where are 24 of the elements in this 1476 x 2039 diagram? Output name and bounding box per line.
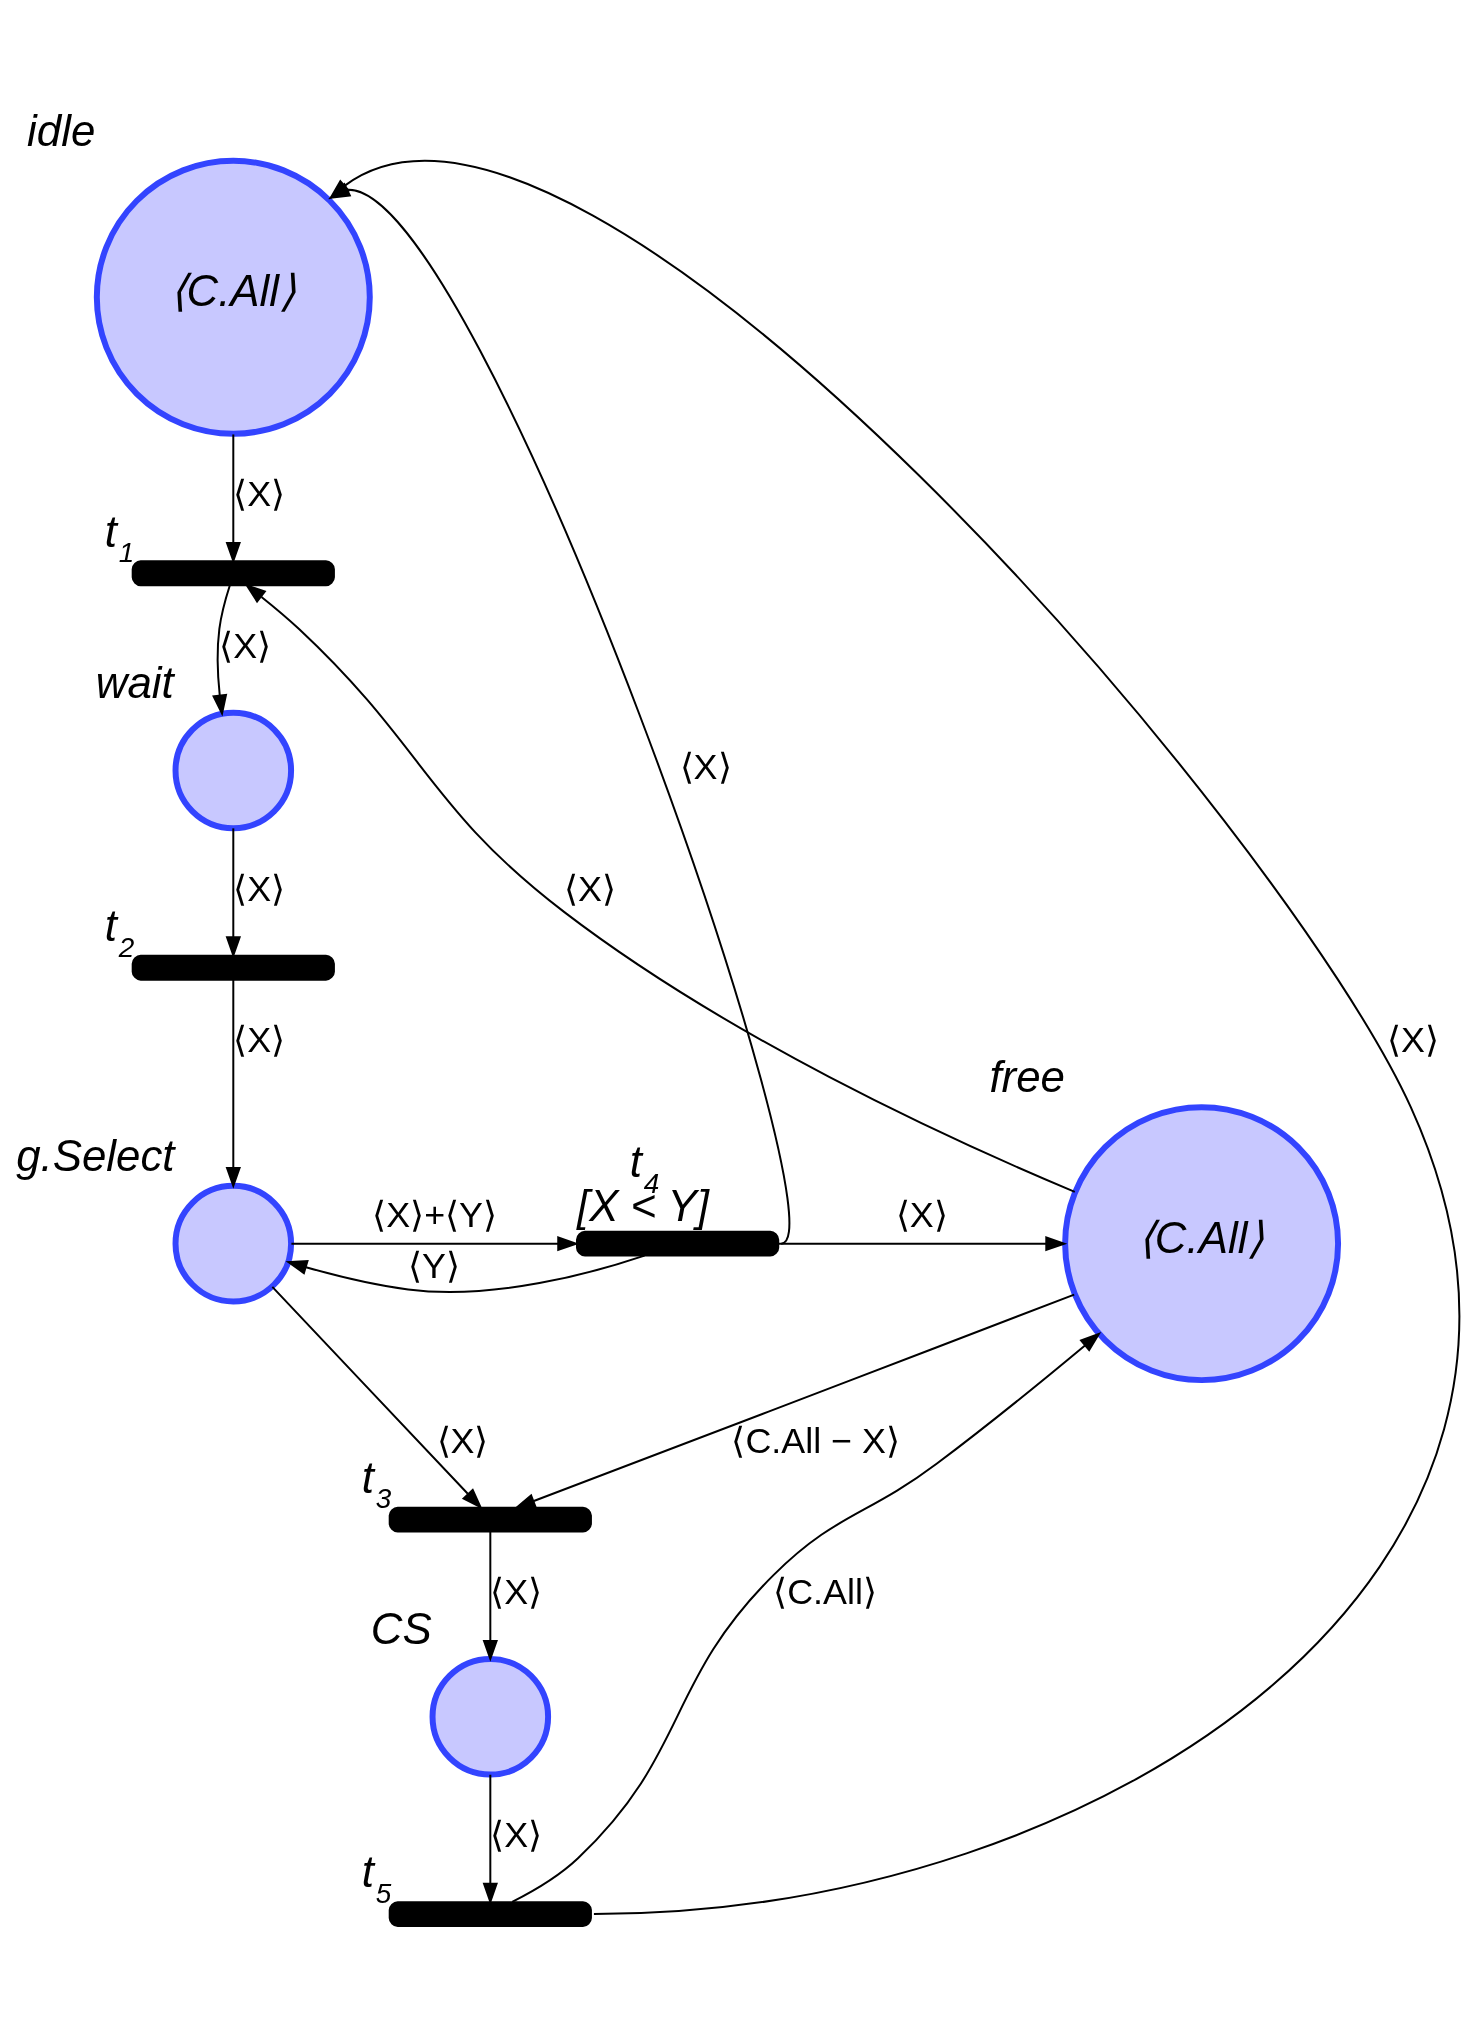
edge-label: ⟨X⟩: [895, 1194, 948, 1235]
node-label: t$_{3}$: [361, 1452, 392, 1515]
edge-label: ⟨X⟩: [490, 1815, 543, 1856]
edge-label: ⟨X⟩: [679, 747, 732, 788]
edge-label: ⟨C.All⟩: [773, 1572, 877, 1613]
edge-label: ⟨X⟩+⟨Y⟩: [372, 1194, 498, 1235]
edge-label: ⟨X⟩: [436, 1420, 489, 1461]
node-label: t$_{1}$: [104, 506, 135, 569]
node-label: free: [989, 1052, 1065, 1102]
edge-label: ⟨X⟩: [564, 868, 616, 909]
edge-label: ⟨X⟩: [219, 625, 272, 666]
edge-label: ⟨X⟩: [233, 1020, 286, 1061]
edge-label: ⟨C.All − X⟩: [731, 1420, 900, 1461]
edge-label: ⟨X⟩: [1386, 1020, 1439, 1061]
node-label: CS: [370, 1604, 432, 1654]
node-label: idle: [27, 106, 96, 156]
node-label: t$_{5}$: [361, 1847, 392, 1909]
edge-label: ⟨X⟩: [233, 474, 286, 515]
node-label: wait: [95, 657, 174, 707]
node-label: g.Select: [16, 1131, 175, 1181]
edge-label: ⟨Y⟩: [408, 1246, 461, 1287]
edge-label: ⟨X⟩: [490, 1572, 543, 1613]
node-label: t$_{2}$: [104, 901, 135, 963]
edge-label: ⟨X⟩: [233, 868, 286, 909]
